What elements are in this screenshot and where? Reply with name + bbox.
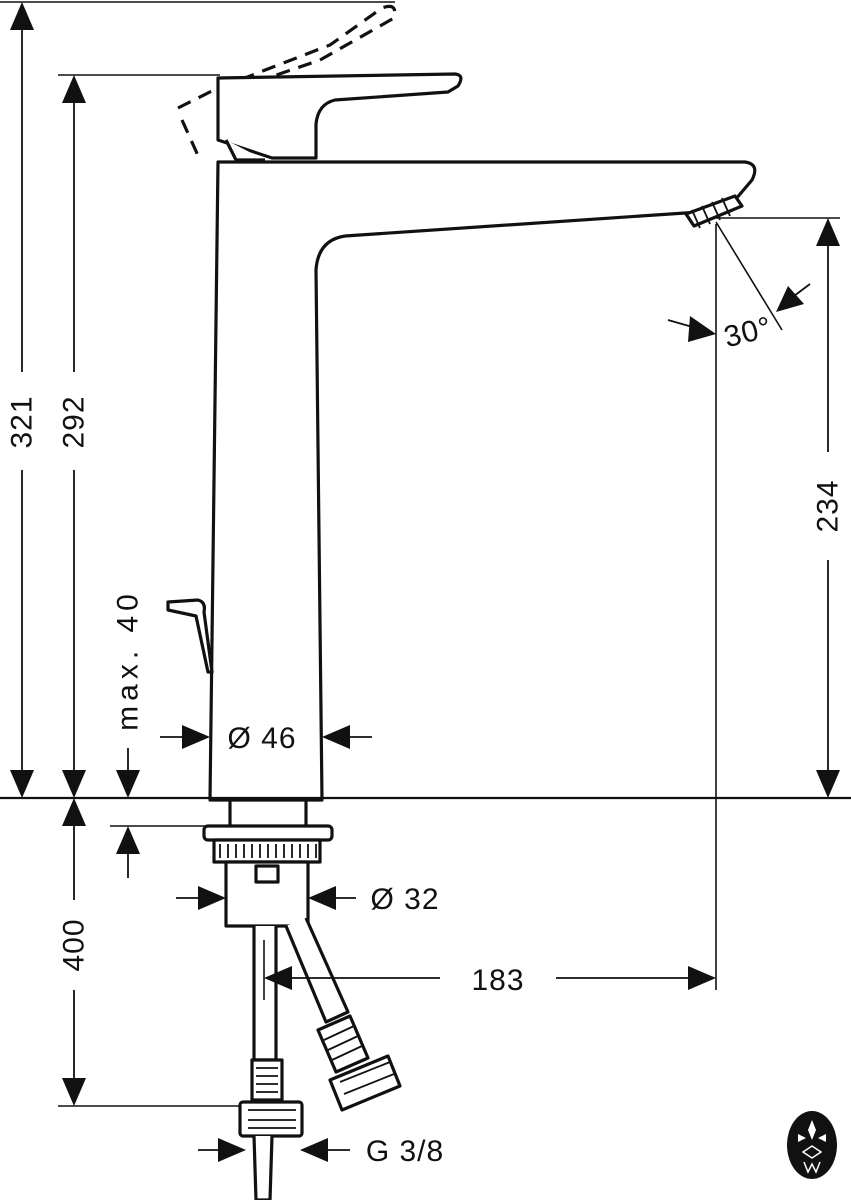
lever-handle — [216, 72, 463, 162]
dimension-max-40 — [116, 748, 140, 878]
label-diameter-46: Ø 46 — [227, 722, 296, 755]
dimension-234 — [816, 218, 840, 798]
faucet-body — [208, 160, 757, 802]
dimension-46 — [160, 725, 372, 749]
supply-hoses — [238, 917, 402, 1200]
pop-up-rod — [166, 598, 214, 674]
dimension-32 — [176, 886, 356, 910]
label-max-40: max. 40 — [112, 589, 145, 731]
dimension-30-degrees — [667, 283, 811, 342]
label-183: 183 — [471, 964, 524, 997]
brand-seal-icon — [787, 1111, 837, 1179]
dimension-183 — [264, 966, 716, 990]
dimension-g38 — [198, 1138, 350, 1162]
label-g-3-8: G 3/8 — [366, 1135, 444, 1168]
label-234: 234 — [812, 479, 845, 532]
mounting-assembly — [202, 798, 334, 928]
dimension-400 — [62, 798, 86, 1106]
dimension-292 — [62, 75, 86, 798]
extension-lines — [0, 1, 851, 1107]
label-30-degrees: 30° — [721, 311, 776, 355]
label-321: 321 — [6, 395, 39, 448]
label-292: 292 — [58, 395, 91, 448]
label-400: 400 — [58, 918, 91, 971]
lever-open-position-outline — [177, 4, 397, 161]
label-diameter-32: Ø 32 — [370, 883, 439, 916]
dimension-321 — [10, 2, 34, 798]
